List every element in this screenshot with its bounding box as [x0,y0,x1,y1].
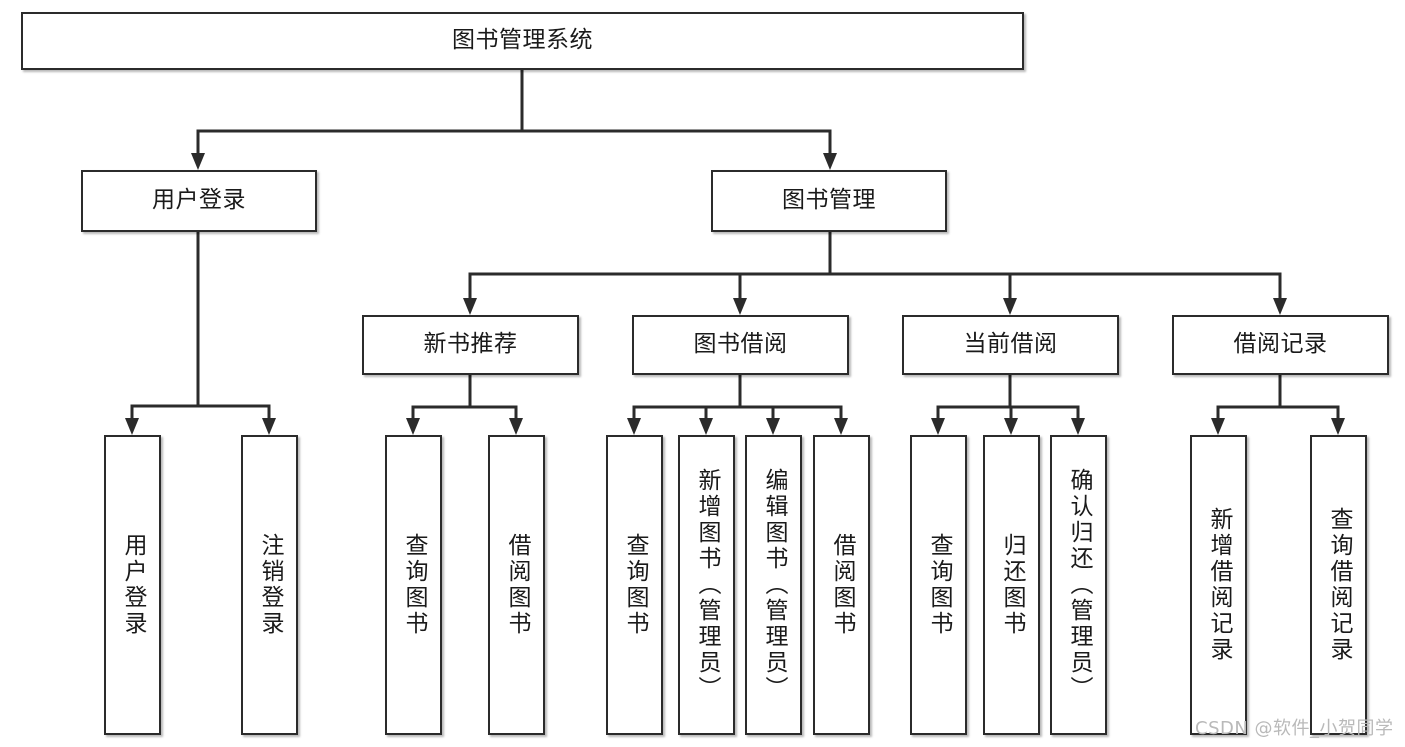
arrowhead-8 [406,418,420,435]
arrowhead-16 [1071,418,1085,435]
arrowhead-15 [1004,418,1018,435]
arrowhead-0 [191,153,205,170]
node-add-book-admin[interactable]: 新增图书（管理员） [678,435,735,735]
arrowhead-14 [931,418,945,435]
node-label: 注销登录 [257,533,283,637]
node-query-borrow-record[interactable]: 查询借阅记录 [1310,435,1367,735]
arrowhead-3 [262,418,276,435]
connector-path-6 [1216,373,1340,427]
node-query-book-borrow[interactable]: 查询图书 [606,435,663,735]
arrowhead-10 [627,418,641,435]
node-borrow-book-leaf[interactable]: 借阅图书 [813,435,870,735]
node-label: 归还图书 [999,533,1025,637]
node-label: 图书管理系统 [452,27,593,54]
node-label: 查询图书 [926,533,952,637]
arrowhead-6 [1003,298,1017,315]
node-book-management[interactable]: 图书管理 [711,170,947,232]
node-label: 当前借阅 [963,331,1058,358]
node-label: 查询图书 [401,533,427,637]
connector-path-5 [936,373,1080,427]
arrowhead-17 [1211,418,1225,435]
arrowhead-1 [823,153,837,170]
arrowhead-12 [766,418,780,435]
arrowhead-9 [509,418,523,435]
node-current-borrow[interactable]: 当前借阅 [902,315,1119,375]
node-root-title[interactable]: 图书管理系统 [21,12,1024,70]
node-borrow-book-recommend[interactable]: 借阅图书 [488,435,545,735]
node-label: 图书借阅 [693,331,788,358]
connector-path-1 [130,230,271,426]
node-query-book-recommend[interactable]: 查询图书 [385,435,442,735]
arrowhead-4 [463,298,477,315]
node-logout-leaf[interactable]: 注销登录 [241,435,298,735]
node-label: 新书推荐 [423,331,518,358]
watermark-text: CSDN @软件_小贺同学 [1195,718,1394,739]
node-user-login-leaf[interactable]: 用户登录 [104,435,161,735]
node-label: 用户登录 [152,187,246,214]
connector-path-4 [632,373,843,427]
node-edit-book-admin[interactable]: 编辑图书（管理员） [745,435,802,735]
node-return-book[interactable]: 归还图书 [983,435,1040,735]
node-label: 查询图书 [622,533,648,637]
node-confirm-return-admin[interactable]: 确认归还（管理员） [1050,435,1107,735]
node-new-book-recommend[interactable]: 新书推荐 [362,315,579,375]
node-label: 用户登录 [120,533,146,637]
connector-path-2 [468,230,1282,306]
node-label: 查询借阅记录 [1326,507,1352,663]
node-label: 图书管理 [782,187,876,214]
node-label: 借阅图书 [504,533,530,637]
node-borrow-record[interactable]: 借阅记录 [1172,315,1389,375]
arrowhead-18 [1331,418,1345,435]
node-label: 新增借阅记录 [1206,507,1232,663]
node-label: 借阅图书 [829,533,855,637]
arrowhead-11 [699,418,713,435]
node-user-login[interactable]: 用户登录 [81,170,317,232]
node-book-borrow[interactable]: 图书借阅 [632,315,849,375]
arrowhead-13 [834,418,848,435]
node-label: 借阅记录 [1233,331,1328,358]
node-query-book-current[interactable]: 查询图书 [910,435,967,735]
node-label: 新增图书（管理员） [694,468,720,702]
arrowhead-5 [733,298,747,315]
arrowhead-2 [125,418,139,435]
node-add-borrow-record[interactable]: 新增借阅记录 [1190,435,1247,735]
node-label: 确认归还（管理员） [1066,468,1092,702]
arrowhead-7 [1273,298,1287,315]
connector-path-0 [196,68,832,162]
connector-path-3 [411,373,518,427]
node-label: 编辑图书（管理员） [761,468,787,702]
